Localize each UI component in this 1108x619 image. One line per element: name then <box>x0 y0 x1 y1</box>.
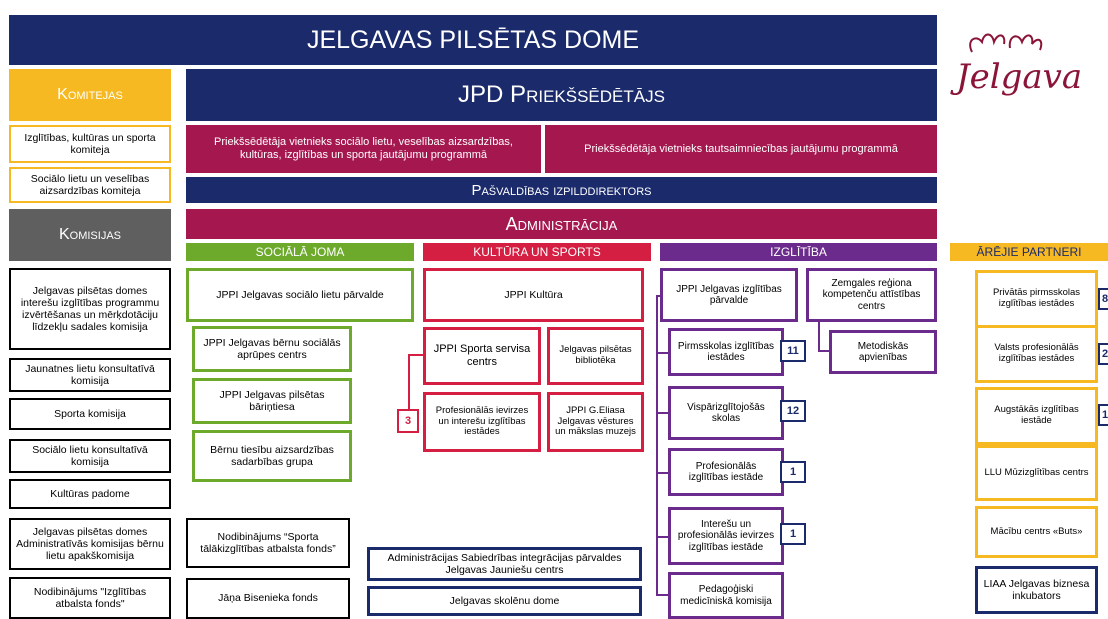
count-badge: 11 <box>780 340 806 362</box>
komisija-item: Sociālo lietu konsultatīvā komisija <box>9 439 171 473</box>
partner-item: Valsts profesionālās izglītības iestādes <box>975 325 1098 383</box>
partner-item: Mācību centrs «Buts» <box>975 506 1098 558</box>
social-fund-item: Nodibinājums “Sporta tālākizglītības atb… <box>186 518 350 568</box>
social-item: JPPI Jelgavas pilsētas bāriņtiesa <box>192 378 352 424</box>
social-item: JPPI Jelgavas sociālo lietu pārvalde <box>186 268 414 322</box>
deputy-social-bar: Priekšsēdētāja vietnieks sociālo lietu, … <box>186 125 541 173</box>
sport-centre: JPPI Sporta servisa centrs <box>423 327 541 385</box>
social-item: JPPI Jelgavas bērnu sociālās aprūpes cen… <box>192 326 352 372</box>
page-title: JELGAVAS PILSĒTAS DOME <box>9 15 937 65</box>
partner-item: LLU Mūzizglītības centrs <box>975 445 1098 501</box>
connector <box>656 295 658 595</box>
count-badge: 1 <box>780 461 806 483</box>
connector <box>818 350 829 352</box>
connector <box>656 352 668 354</box>
partner-item: Augstākās izglītības iestāde <box>975 387 1098 445</box>
komiteja-item: Izglītības, kultūras un sporta komiteja <box>9 125 171 163</box>
komisija-item: Jaunatnes lietu konsultatīvā komisija <box>9 358 171 392</box>
partners-header: ĀRĒJIE PARTNERI <box>950 243 1108 261</box>
education-header: IZGLĪTĪBA <box>660 243 937 261</box>
partner-item: LIAA Jelgavas biznesa inkubators <box>975 566 1098 614</box>
komiteja-item: Sociālo lietu un veselības aizsardzības … <box>9 167 171 203</box>
education-item: Profesionālās izglītības iestāde <box>668 448 784 496</box>
library: Jelgavas pilsētas bibliotēka <box>547 327 644 385</box>
deputy-economy-bar: Priekšsēdētāja vietnieks tautsaimniecība… <box>545 125 937 173</box>
culture-main: JPPI Kultūra <box>423 268 644 322</box>
count-badge: 2 <box>1098 343 1108 365</box>
executive-bar: Pašvaldības izpilddirektors <box>186 177 937 203</box>
count-badge: 1 <box>780 523 806 545</box>
komisija-item: Jelgavas pilsētas domes Administratīvās … <box>9 518 171 570</box>
komisijas-header: Komisijas <box>9 209 171 261</box>
connector <box>408 354 423 356</box>
komitejas-header: Komitejas <box>9 69 171 121</box>
youth-centre: Administrācijas Sabiedrības integrācijas… <box>367 547 642 581</box>
education-item: Vispārizglītojošās skolas <box>668 386 784 440</box>
prof-education: Profesionālās ievirzes un interešu izglī… <box>423 392 541 452</box>
museum: JPPI G.Eliasa Jelgavas vēstures un māksl… <box>547 392 644 452</box>
connector <box>408 354 410 409</box>
connector <box>656 536 668 538</box>
student-council: Jelgavas skolēnu dome <box>367 586 642 616</box>
jelgava-logo: Jelgava <box>948 22 1108 102</box>
social-item: Bērnu tiesību aizsardzības sadarbības gr… <box>192 430 352 482</box>
count-badge: 1 <box>1098 404 1108 426</box>
chair-bar: JPD Priekšsēdētājs <box>186 69 937 121</box>
connector <box>656 472 668 474</box>
prof-count-badge: 3 <box>397 409 419 433</box>
social-header: SOCIĀLĀ JOMA <box>186 243 414 261</box>
education-item: Pedagoģiski medicīniskā komisija <box>668 572 784 619</box>
connector <box>656 295 660 297</box>
education-item: Pirmsskolas izglītības iestādes <box>668 328 784 376</box>
svg-text:Jelgava: Jelgava <box>950 57 1082 97</box>
komisija-item: Sporta komisija <box>9 398 171 430</box>
administration-bar: Administrācija <box>186 209 937 239</box>
komisija-item: Jelgavas pilsētas domes interešu izglītī… <box>9 268 171 350</box>
komisija-item: Nodibinājums "Izglītības atbalsta fonds" <box>9 577 171 619</box>
partner-item: Privātās pirmsskolas izglītības iestādes <box>975 270 1098 328</box>
komisija-item: Kultūras padome <box>9 479 171 509</box>
culture-header: KULTŪRA UN SPORTS <box>423 243 651 261</box>
count-badge: 12 <box>780 400 806 422</box>
methodical-unions: Metodiskās apvienības <box>829 330 937 374</box>
count-badge: 8 <box>1098 288 1108 310</box>
connector <box>656 412 668 414</box>
connector <box>656 594 668 596</box>
education-item: Interešu un profesionālās ievirzes izglī… <box>668 507 784 565</box>
social-fund-item: Jāņa Bisenieka fonds <box>186 578 350 619</box>
education-main: JPPI Jelgavas izglītības pārvalde <box>660 268 798 322</box>
antlers-icon: Jelgava <box>950 33 1082 97</box>
zemgale-centre: Zemgales reģiona kompetenču attīstības c… <box>806 268 937 322</box>
connector <box>818 322 820 352</box>
